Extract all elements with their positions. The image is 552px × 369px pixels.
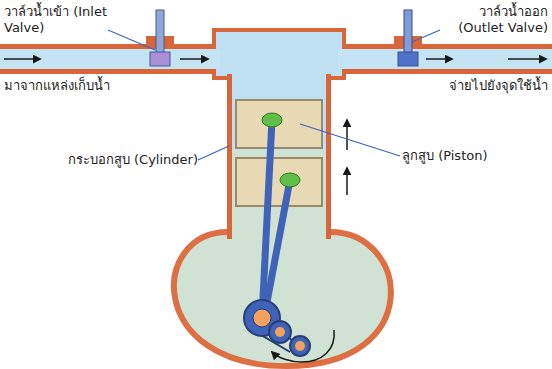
- drawing-part: [275, 327, 285, 337]
- leader-line: [108, 30, 155, 50]
- inlet-valve: [150, 52, 170, 66]
- crankcase: [174, 232, 391, 366]
- motion-arrow: [346, 120, 348, 150]
- flow-arrow: [426, 58, 452, 60]
- connecting-rod: [264, 180, 290, 318]
- drawing-part: [216, 32, 342, 76]
- drawing-part: [210, 49, 220, 69]
- piston-pin: [280, 173, 300, 187]
- outlet-valve-label: วาล์วน้ำออก (Outlet Valve): [444, 4, 548, 36]
- pulley: [290, 336, 310, 356]
- piston-pin: [262, 113, 282, 127]
- flow-arrow: [4, 58, 40, 60]
- destination-label: จ่ายไปยังจุดใช้น้ำ: [420, 78, 548, 94]
- leader-line: [300, 124, 400, 156]
- inlet-valve-stem: [156, 10, 164, 54]
- drawing-part: [0, 49, 226, 69]
- cylinder-label: กระบอกสูบ (Cylinder): [20, 152, 198, 168]
- flow-arrow: [508, 58, 546, 60]
- piston-label: ลูกสูบ (Piston): [402, 148, 532, 164]
- drawing-part: [295, 341, 305, 351]
- outlet-valve-stem: [404, 10, 412, 54]
- rotation-arrow: [272, 330, 334, 362]
- motion-arrow: [346, 168, 348, 195]
- drawing-part: [330, 49, 552, 69]
- inlet-valve-label: วาล์วน้ำเข้า (Inlet Valve): [4, 4, 114, 36]
- leader-line: [412, 30, 440, 42]
- crank-pin: [253, 309, 271, 327]
- piston: [236, 100, 322, 148]
- inlet-pipe: [0, 44, 226, 74]
- crank-wheel: [269, 321, 291, 343]
- leader-line: [198, 146, 229, 160]
- outlet-valve: [398, 52, 418, 66]
- drawing-part: [338, 49, 348, 69]
- piston-lower: [236, 158, 322, 206]
- outlet-pipe: [330, 44, 552, 74]
- flow-arrow: [180, 58, 208, 60]
- source-label: มาจากแหล่งเก็บน้ำ: [4, 78, 154, 94]
